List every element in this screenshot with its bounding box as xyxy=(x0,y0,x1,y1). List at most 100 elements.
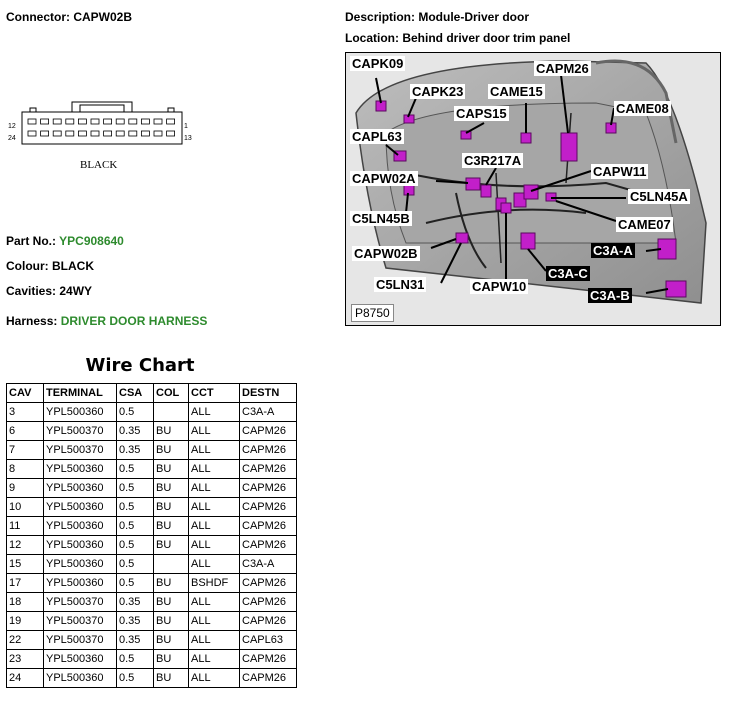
connector-pin xyxy=(140,130,150,137)
table-cell: ALL xyxy=(188,516,240,536)
table-cell: YPL500360 xyxy=(43,402,117,422)
table-cell: CAPM26 xyxy=(239,478,297,498)
table-cell: 0.5 xyxy=(116,554,154,574)
pin-row-top xyxy=(27,118,176,125)
table-cell: 0.35 xyxy=(116,421,154,441)
table-cell: 22 xyxy=(6,630,44,650)
table-cell: 23 xyxy=(6,649,44,669)
connector-pin xyxy=(166,130,176,137)
table-cell: 8 xyxy=(6,459,44,479)
callout-capk09: CAPK09 xyxy=(350,56,406,71)
callout-came08: CAME08 xyxy=(614,101,671,116)
callout-capw11: CAPW11 xyxy=(591,164,649,179)
table-cell: 0.5 xyxy=(116,497,154,517)
connector-pin xyxy=(78,130,87,137)
table-cell: CAPM26 xyxy=(239,421,297,441)
connector-pin xyxy=(40,118,49,125)
table-cell: BU xyxy=(153,649,189,669)
connector-pin xyxy=(40,130,49,137)
callout-came07: CAME07 xyxy=(616,217,673,232)
connector-pin xyxy=(52,118,62,125)
table-cell: 0.35 xyxy=(116,630,154,650)
wire-chart-title: Wire Chart xyxy=(85,355,195,376)
table-cell: YPL500360 xyxy=(43,649,117,669)
connector-pin xyxy=(166,118,176,125)
connector-pin xyxy=(52,130,62,137)
table-cell: 0.5 xyxy=(116,668,154,688)
connector-pin xyxy=(65,118,75,125)
table-cell: BU xyxy=(153,668,189,688)
connector-pin xyxy=(115,118,125,125)
table-cell xyxy=(153,554,189,574)
connector-pin xyxy=(153,118,163,125)
pin-label-12: 12 xyxy=(8,123,16,130)
table-cell: 12 xyxy=(6,535,44,555)
table-cell: BU xyxy=(153,421,189,441)
callout-capl63: CAPL63 xyxy=(350,129,404,144)
connector-pin xyxy=(27,118,37,125)
connector-pin xyxy=(140,118,150,125)
table-cell: ALL xyxy=(188,611,240,631)
table-cell: 7 xyxy=(6,440,44,460)
table-cell: ALL xyxy=(188,535,240,555)
table-cell: BU xyxy=(153,516,189,536)
pin-label-13: 13 xyxy=(184,135,192,142)
table-cell: CAPM26 xyxy=(239,497,297,517)
table-cell: BU xyxy=(153,630,189,650)
table-cell: C3A-A xyxy=(239,554,297,574)
connector-pin xyxy=(115,130,125,137)
table-cell: BU xyxy=(153,573,189,593)
table-cell: ALL xyxy=(188,440,240,460)
table-cell: ALL xyxy=(188,402,240,422)
callout-c5ln45b: C5LN45B xyxy=(350,211,412,226)
table-cell: BU xyxy=(153,611,189,631)
pin-label-24: 24 xyxy=(8,135,16,142)
table-cell: 19 xyxy=(6,611,44,631)
table-cell: CAPM26 xyxy=(239,440,297,460)
table-cell: BU xyxy=(153,535,189,555)
callout-came15: CAME15 xyxy=(488,84,545,99)
table-cell: CAPM26 xyxy=(239,611,297,631)
table-cell: ALL xyxy=(188,421,240,441)
wire-chart-header-cell: COL xyxy=(153,383,189,403)
callout-capw02b: CAPW02B xyxy=(352,246,420,261)
table-cell: YPL500370 xyxy=(43,592,117,612)
table-cell: 3 xyxy=(6,402,44,422)
table-cell: BU xyxy=(153,440,189,460)
callout-c3a-a: C3A-A xyxy=(591,243,635,258)
connector-pin xyxy=(27,130,37,137)
table-cell: YPL500370 xyxy=(43,440,117,460)
connector-label: Connector: CAPW02B xyxy=(6,10,133,24)
table-cell: YPL500360 xyxy=(43,459,117,479)
connector-pin xyxy=(65,130,75,137)
table-cell: 17 xyxy=(6,573,44,593)
table-cell: YPL500360 xyxy=(43,535,117,555)
harness-link[interactable]: DRIVER DOOR HARNESS xyxy=(60,314,208,328)
table-cell: ALL xyxy=(188,478,240,498)
part-number-link[interactable]: YPC908640 xyxy=(59,234,124,248)
table-cell: 9 xyxy=(6,478,44,498)
table-cell: ALL xyxy=(188,459,240,479)
connector-pin xyxy=(90,130,100,137)
location-photo: CAPK09 CAPM26 CAPK23 CAME15 CAME08 CAPS1… xyxy=(345,52,721,326)
callout-c5ln45a: C5LN45A xyxy=(628,189,690,204)
table-cell: CAPL63 xyxy=(239,630,297,650)
callout-c3a-c: C3A-C xyxy=(546,266,590,281)
callout-c5ln31: C5LN31 xyxy=(374,277,427,292)
table-cell xyxy=(153,402,189,422)
table-cell: BU xyxy=(153,459,189,479)
pin-label-1: 1 xyxy=(184,123,188,130)
colour-label: Colour: BLACK xyxy=(6,259,94,273)
callout-caps15: CAPS15 xyxy=(454,106,509,121)
